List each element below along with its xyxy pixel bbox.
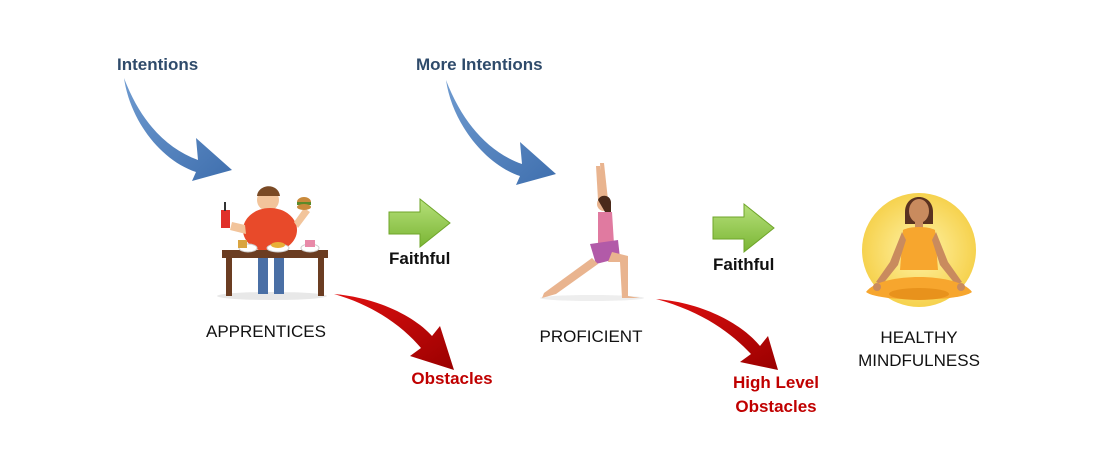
- proficient-yoga-icon: [540, 163, 644, 301]
- intention-arrow-1: [124, 78, 232, 181]
- apprentice-eating-icon: [217, 186, 328, 300]
- obstacle-arrow-1: [334, 294, 454, 370]
- stage-healthy-mindfulness: HEALTHY MINDFULNESS: [849, 326, 989, 372]
- stage-proficient: PROFICIENT: [539, 327, 643, 346]
- faithful-arrow-1: [388, 197, 451, 249]
- meditating-person-icon: [862, 193, 976, 307]
- obstacles-label: Obstacles: [411, 369, 493, 388]
- intentions-label: Intentions: [117, 55, 199, 74]
- high-level-obstacles-line2: Obstacles: [735, 397, 817, 416]
- stage-healthy-line1: HEALTHY: [880, 328, 958, 347]
- faithful-arrow-2: [712, 202, 775, 254]
- faithful-label-1: Faithful: [389, 249, 451, 268]
- faithful-label-2: Faithful: [713, 255, 775, 274]
- stage-apprentices: APPRENTICES: [206, 322, 326, 341]
- high-level-obstacles-label: High Level Obstacles: [722, 371, 830, 419]
- high-level-obstacles-line1: High Level: [733, 373, 819, 392]
- more-intentions-label: More Intentions: [416, 55, 543, 74]
- stage-healthy-line2: MINDFULNESS: [858, 351, 980, 370]
- intention-arrow-2: [446, 80, 556, 185]
- obstacle-arrow-2: [656, 299, 778, 370]
